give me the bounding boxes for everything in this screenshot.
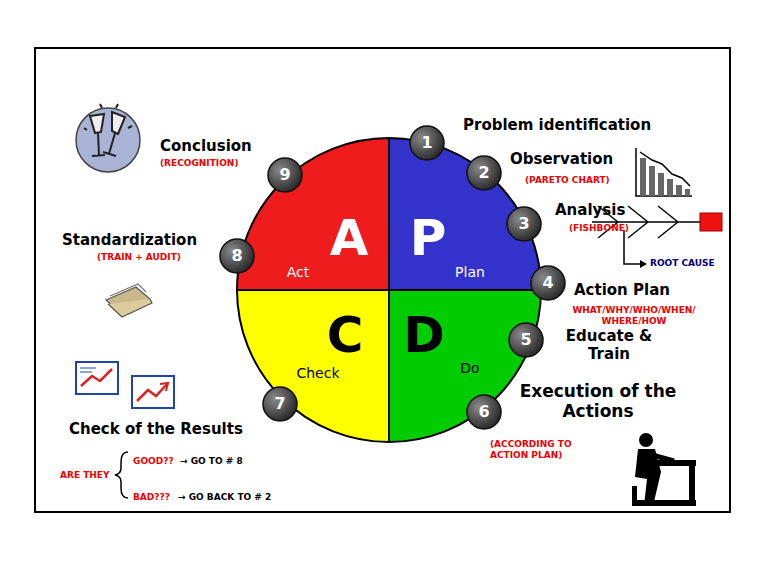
pareto-bar [658,173,664,196]
ball-shape [467,156,501,190]
ball-shape [507,207,541,241]
step-number-circle: 5 [508,322,544,358]
step-number-circle: 4 [530,265,566,301]
tool-note: (TRAIN + AUDIT) [97,252,181,263]
step-number-circle: 7 [262,386,298,422]
do-quadrant: D Do [389,290,541,442]
bracket [115,452,128,498]
ball-shape [263,387,297,421]
phase-letter: P [410,213,447,263]
callout-number: 3 [518,216,529,232]
step-number-circle: 8 [219,238,255,274]
report-clipart [160,383,168,391]
pareto-clipart [636,148,692,196]
pareto-line [640,152,690,186]
check-quadrant: C Check [237,290,389,442]
report-clipart [137,383,168,401]
tool-note: WHAT/WHY/WHO/WHEN/ WHERE/HOW [556,305,712,327]
root-cause-label: ROOT CAUSE [650,258,715,269]
ball-shape [531,266,565,300]
tool-note: (ACCORDING TO ACTION PLAN) [490,439,586,461]
ball-shape [410,126,444,160]
callout-number: 7 [274,396,285,412]
ball-shape [220,239,254,273]
arrow-head [640,260,647,268]
callout-number: 8 [231,248,242,264]
phase-name: Act [287,265,310,279]
step-title: Action Plan [574,281,670,299]
step-number-circle: 6 [466,394,502,430]
report-clipart [81,369,112,386]
celebration-clipart [76,108,140,172]
glass-symbol [103,112,125,156]
phase-letter: D [403,310,445,360]
tool-note: (RECOGNITION) [160,158,239,169]
pareto-bar [685,189,690,196]
folder-clipart [108,299,152,317]
callout-number: 9 [279,167,290,183]
pareto-bar [649,166,655,196]
quadrant-shape [237,138,389,290]
step-number-circle: 1 [409,125,445,161]
phase-name: Check [296,366,339,380]
fishbone-head [700,213,722,231]
phase-letter: A [330,213,369,263]
worker-clipart [632,500,696,506]
pareto-bar [640,158,646,196]
decision-note: BAD??? [133,492,170,503]
step-title: Educate & Train [553,327,665,363]
step-title: Standardization [62,231,197,249]
quadrant-shape [389,290,541,442]
phase-name: Plan [455,265,485,279]
step-title: Analysis [555,201,625,219]
callout-number: 5 [520,332,531,348]
ball-shape [509,323,543,357]
decision-note: → GO BACK TO # 2 [178,492,271,503]
step-title: Problem identification [463,116,651,134]
report-clipart [80,368,96,372]
ball-shape [467,395,501,429]
sparkle-symbol [84,104,132,130]
step-number-circle: 2 [466,155,502,191]
step-title: Execution of the Actions [502,381,694,422]
glass-symbol [90,114,105,156]
phase-letter: C [327,310,364,360]
step-number-circle: 9 [267,157,303,193]
decision-note: ARE THEY [60,470,110,481]
step-title: Check of the Results [69,420,243,438]
act-quadrant: A Act [237,138,389,290]
step-number-circle: 3 [506,206,542,242]
tool-note: (PARETO CHART) [525,175,610,186]
ball-shape [268,158,302,192]
worker-clipart [652,455,674,461]
pareto-bar [667,179,673,196]
callout-number: 4 [542,275,553,291]
callout-number: 6 [478,404,489,420]
worker-clipart [639,433,653,447]
tool-note: (FISHBONE) [569,223,629,234]
callout-number: 1 [421,135,432,151]
folder-clipart [110,284,146,296]
report-clipart [132,376,174,408]
pareto-bar [676,185,682,196]
step-title: Observation [510,150,613,168]
callout-number: 2 [478,165,489,181]
quadrant-shape [237,290,389,442]
decision-note: GOOD?? [133,456,174,467]
root-cause-leader [624,230,640,264]
report-clipart [76,362,118,394]
frame [35,48,730,512]
worker-clipart [689,460,695,506]
phase-name: Do [460,361,479,375]
decision-note: → GO TO # 8 [180,456,243,467]
step-title: Conclusion [160,137,252,155]
